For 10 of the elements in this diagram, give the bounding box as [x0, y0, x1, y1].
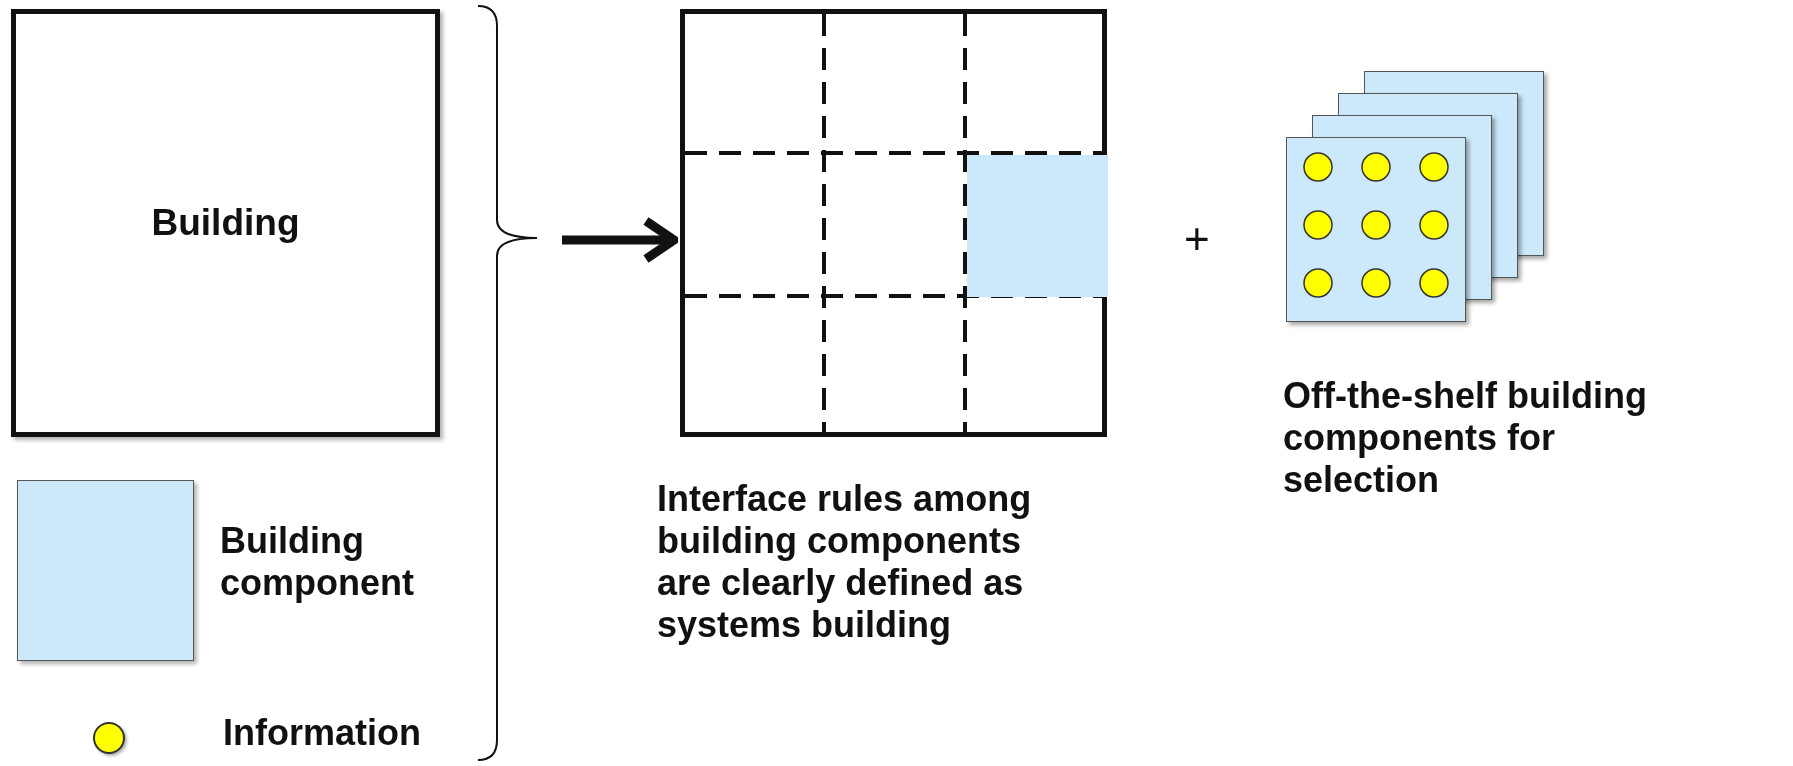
card-stack	[1286, 71, 1544, 322]
legend-label: Building component	[220, 520, 415, 604]
building-box	[11, 9, 440, 437]
node-label: Off-the-shelf building components for selection	[1283, 375, 1648, 501]
node-label: Building	[151, 201, 300, 246]
legend-label: Information	[223, 712, 421, 754]
component-box	[967, 155, 1108, 297]
arrow	[562, 216, 679, 264]
node-label: Interface rules among building components are clearly defined as systems building	[657, 478, 1033, 646]
plus-sign: +	[1184, 213, 1210, 265]
